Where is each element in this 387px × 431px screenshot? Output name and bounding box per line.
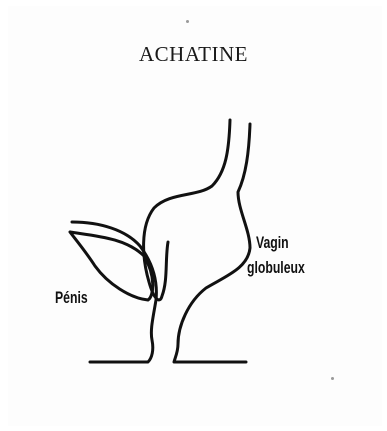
penis-label: Pénis: [55, 286, 88, 310]
scan-speck: [331, 377, 334, 380]
vagina-duct-outer-line: [144, 120, 230, 300]
vagina-globular-line: [174, 124, 250, 362]
scan-speck: [186, 20, 189, 23]
vagina-label-line2: globuleux: [247, 256, 305, 280]
vagina-label-line1: Vagin: [256, 231, 289, 255]
